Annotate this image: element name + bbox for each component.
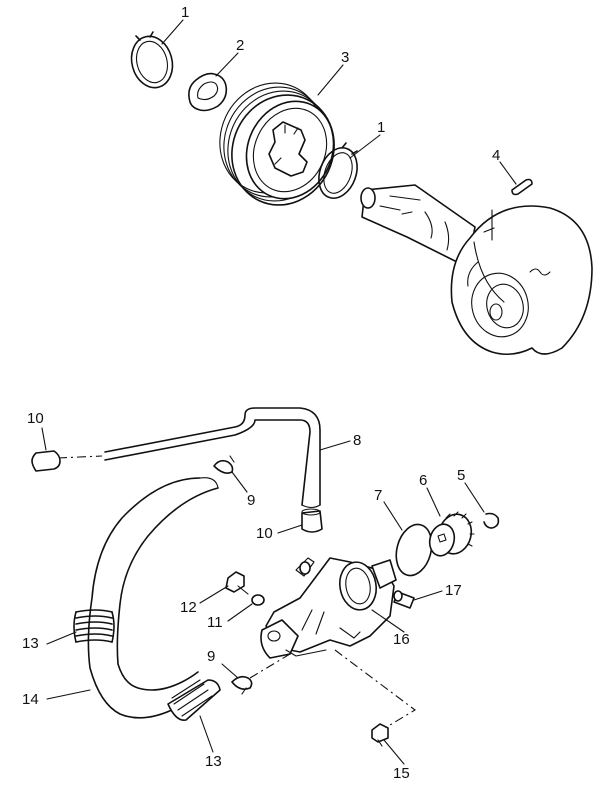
callout-9-lower: 9 — [207, 648, 215, 665]
hose-clamp-part-13-upper — [73, 609, 115, 643]
drive-pulley-part-3 — [219, 82, 335, 206]
washer-part-11 — [251, 594, 265, 606]
coupler-part-2 — [188, 72, 228, 112]
snap-ring-part-1-lower — [318, 142, 358, 199]
leader-lines — [41, 19, 517, 765]
callout-14: 14 — [22, 691, 39, 708]
pump-body-part-16 — [260, 557, 397, 659]
callout-17: 17 — [445, 582, 462, 599]
callout-9-upper: 9 — [247, 492, 255, 509]
callout-1-upper: 1 — [181, 4, 189, 21]
snap-ring-part-1-upper — [130, 31, 174, 89]
hose-clamp-part-13-lower — [167, 679, 221, 721]
routing-line-9 — [249, 653, 291, 679]
callout-12: 12 — [180, 599, 197, 616]
clamp-part-9-lower — [231, 675, 253, 695]
callout-13-upper: 13 — [22, 635, 39, 652]
callout-11: 11 — [207, 614, 223, 631]
callout-8: 8 — [353, 432, 361, 449]
callout-6: 6 — [419, 472, 427, 489]
bolt-part-15 — [371, 723, 389, 747]
callout-10-left: 10 — [27, 410, 44, 427]
bolt-part-12 — [225, 571, 249, 595]
callout-16: 16 — [393, 631, 410, 648]
tube-part-8 — [104, 407, 321, 509]
callout-7: 7 — [374, 487, 382, 504]
callout-13-lower: 13 — [205, 753, 222, 770]
callout-15: 15 — [393, 765, 410, 782]
stator-housing — [450, 205, 593, 356]
callout-3: 3 — [341, 49, 349, 66]
clamp-part-9-upper — [213, 455, 235, 474]
routing-line-15 — [334, 649, 416, 729]
callout-5: 5 — [457, 467, 465, 484]
callout-10-right: 10 — [256, 525, 273, 542]
callout-1-lower: 1 — [377, 119, 385, 136]
callout-4: 4 — [492, 147, 500, 164]
screw-part-17 — [393, 590, 415, 609]
fitting-part-10-right — [301, 508, 323, 533]
clip-part-5 — [483, 512, 500, 529]
hose-part-14 — [87, 477, 219, 719]
gear-part-6 — [428, 511, 475, 557]
pin-part-4 — [511, 178, 533, 196]
callout-2: 2 — [236, 37, 244, 54]
o-ring-part-7 — [395, 523, 433, 577]
routing-line-10 — [57, 455, 103, 459]
fitting-part-10-left — [31, 450, 61, 472]
